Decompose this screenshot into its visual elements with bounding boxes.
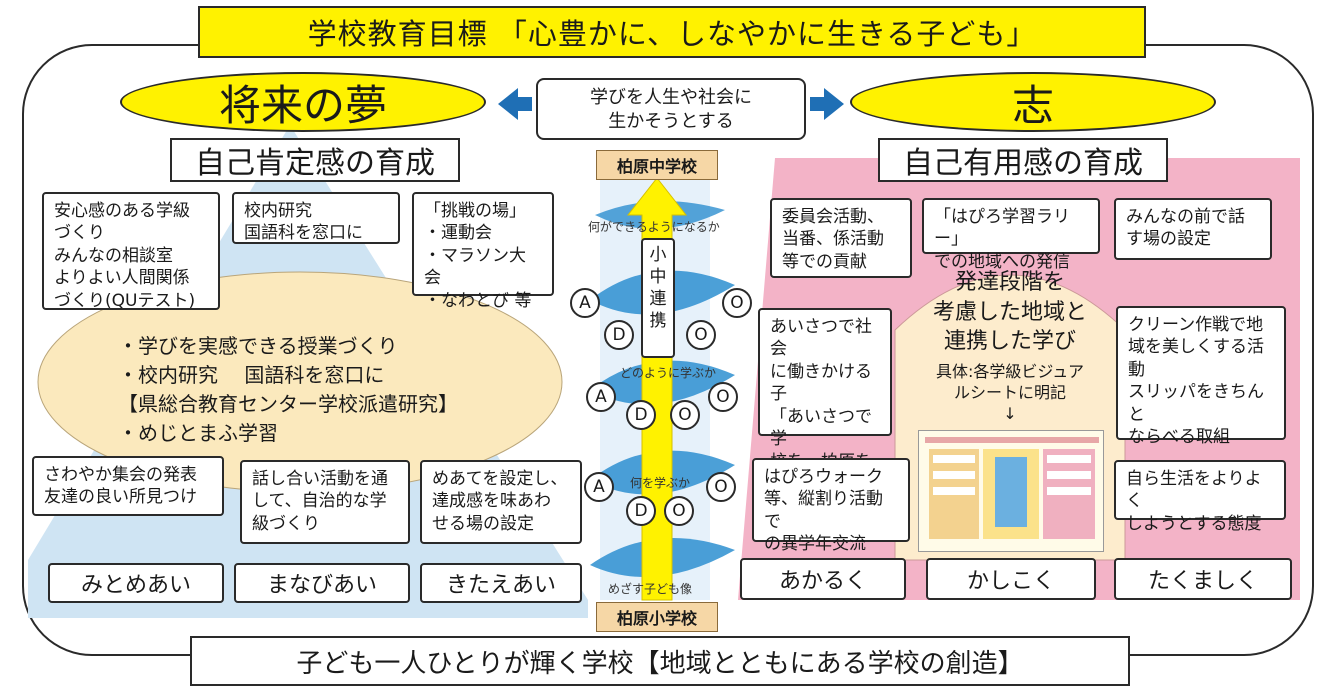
right-box-speaking: みんなの前で話 す場の設定 — [1114, 198, 1272, 260]
visual-sheet-image — [918, 430, 1104, 552]
question-ideal-child: めざす子ども像 — [608, 582, 693, 596]
question-how-learn: どのように学ぶか — [620, 366, 717, 380]
question-what-learn: 何を学ぶか — [630, 476, 691, 490]
elem-junior-link-box: 小 中 連 携 — [641, 238, 675, 358]
school-goal-title: 学校教育目標 「心豊かに、しなやかに生きる子ども」 — [198, 6, 1146, 58]
value-manabiai: まなびあい — [234, 563, 410, 603]
concrete-detail-text: 具体:各学級ビジュア ルシートに明記 — [936, 362, 1084, 402]
spiral-circle-d: D — [626, 496, 656, 526]
spiral-circle-a: A — [570, 288, 600, 318]
future-dream-oval: 将来の夢 — [120, 72, 486, 132]
question-what-can-do: 何ができるようになるか — [588, 220, 720, 234]
left-center-text: ・学びを実感できる授業づくり ・校内研究 国語科を窓口に 【県総合教育センター学… — [118, 334, 458, 445]
value-mitomeai: みとめあい — [48, 563, 224, 603]
left-box-discussion: 話し合い活動を通 して、自治的な学 級づくり — [240, 460, 410, 544]
spiral-circle-a: A — [586, 382, 616, 412]
right-box-committee: 委員会活動、 当番、係活動 等での貢献 — [770, 198, 912, 278]
right-box-learning-rally: 「はぴろ学習ラリー」 での地域への発信 — [922, 198, 1100, 272]
spiral-circle-o: O — [722, 288, 752, 318]
spiral-circle-o: O — [706, 472, 736, 502]
self-usefulness-heading: 自己有用感の育成 — [878, 138, 1168, 182]
center-goal-box: 学びを人生や社会に 生かそうとする — [536, 78, 806, 140]
spiral-circle-d: D — [626, 400, 656, 430]
aspiration-oval: 志 — [850, 72, 1216, 132]
spiral-circle-d: D — [604, 320, 634, 350]
value-takumashiku: たくましく — [1114, 558, 1292, 600]
left-box-goal-setting: めあてを設定し、 達成感を味あわ せる場の設定 — [420, 460, 582, 544]
right-box-attitude: 自ら生活をよりよく しようとする態度 — [1114, 460, 1286, 534]
right-blue-arrow — [810, 88, 844, 120]
junior-high-tag: 柏原中学校 — [596, 150, 718, 180]
elementary-tag: 柏原小学校 — [596, 602, 718, 632]
left-blue-arrow — [498, 88, 532, 120]
left-box-research: 校内研究 国語科を窓口に — [232, 192, 400, 244]
left-box-challenge: 「挑戦の場」 ・運動会 ・マラソン大会 ・なわとび 等 — [412, 192, 554, 311]
footer-banner: 子ども一人ひとりが輝く学校【地域とともにある学校の創造】 — [190, 636, 1130, 686]
right-box-walk: はぴろウォーク 等、縦割り活動で の異学年交流 — [752, 458, 910, 554]
value-kitaeai: きたえあい — [420, 563, 582, 603]
down-arrow-glyph: ↓ — [1003, 404, 1017, 423]
value-kashikoku: かしこく — [926, 558, 1096, 600]
value-akaruku: あかるく — [740, 558, 906, 600]
spiral-circle-o: O — [708, 382, 738, 412]
self-esteem-heading: 自己肯定感の育成 — [170, 138, 460, 182]
left-box-class-building: 安心感のある学級 づくり みんなの相談室 よりよい人間関係 づくり(QUテスト) — [42, 192, 220, 311]
left-box-assembly: さわやか集会の発表 友達の良い所見つけ — [32, 456, 224, 516]
spiral-circle-o: O — [686, 320, 716, 350]
spiral-circle-a: A — [584, 472, 614, 502]
spiral-circle-o: O — [670, 400, 700, 430]
development-stage-text: 発達段階を 考慮した地域と 連携した学び — [932, 270, 1087, 355]
spiral-circle-o: O — [664, 496, 694, 526]
right-box-clean-up: クリーン作戦で地 域を美しくする活 動 スリッパをきちんと ならべる取組 — [1116, 306, 1286, 447]
right-box-greeting: あいさつで社会 に働きかける子 「あいさつで学 校を、柏原を明 るくしよう」 — [758, 308, 892, 517]
